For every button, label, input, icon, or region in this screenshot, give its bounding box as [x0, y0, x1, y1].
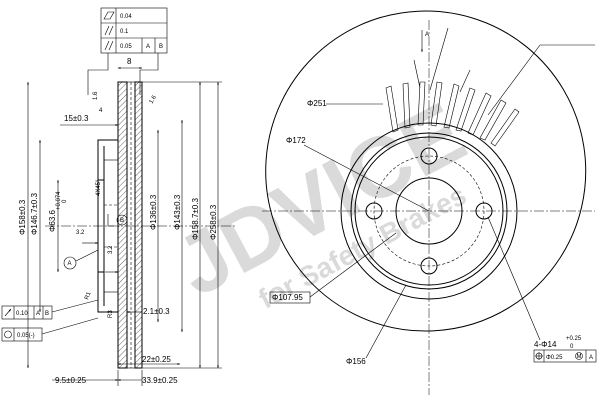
- small-label: 1.6: [93, 91, 99, 100]
- dim-tolerance: 0: [62, 199, 68, 203]
- diameter-label: Φ251: [307, 99, 327, 108]
- datum-ref: B: [45, 311, 49, 317]
- small-label: 3.2: [76, 230, 85, 236]
- tolerance-frame-top: 0.04 0.1 0.05 A B: [87, 7, 168, 95]
- dim-label: Φ136±0.3: [149, 194, 158, 230]
- face-view: A Φ251 Φ172 Φ107.95 Φ156 4-Φ14 +0.25 0: [262, 10, 597, 395]
- hole-tolerance-upper: +0.25: [566, 336, 582, 342]
- section-arrow-label: A: [425, 32, 429, 38]
- datum-label: A: [68, 261, 72, 267]
- dim-label: Φ158.7±0.3: [191, 198, 200, 240]
- tolerance-value: 0.04: [120, 14, 132, 20]
- small-label: 1.6: [149, 94, 159, 105]
- datum-ref: A: [36, 311, 40, 317]
- position-icon: [535, 352, 543, 360]
- center-bore: [395, 177, 463, 245]
- small-label: R3: [108, 310, 114, 318]
- hole-callout: 4-Φ14 +0.25 0 Φ0.25 M A: [487, 216, 597, 363]
- dim-label: Φ63.6: [48, 209, 57, 232]
- friction-ring-inner: [340, 122, 518, 300]
- hole-tolerance-lower: 0: [570, 344, 574, 350]
- small-label: 4: [99, 108, 103, 114]
- hole-count-diameter: 4-Φ14: [534, 340, 557, 349]
- small-label: R1: [84, 291, 92, 301]
- bolt-hole: [475, 202, 493, 220]
- dim-label: Φ146.7±0.3: [30, 193, 39, 235]
- runout-icon: [4, 308, 12, 317]
- datum-label: B: [120, 218, 124, 224]
- dim-label: Φ143±0.3: [173, 194, 182, 230]
- datum-b-marker: B: [116, 214, 128, 226]
- bolt-hole: [365, 202, 383, 220]
- disc-outer-edge: [265, 10, 587, 271]
- tolerance-frame-bottom: 0.10 A B 0.05(-): [1, 299, 99, 342]
- small-label: 3.2: [108, 245, 114, 254]
- datum-ref: A: [146, 44, 150, 50]
- dim-label: 33.9±0.25: [142, 376, 178, 385]
- material-modifier: M: [577, 354, 582, 360]
- dim-label: 2.1±0.3: [143, 307, 170, 316]
- dim-label: 9.5±0.25: [55, 376, 87, 385]
- circle-icon: [4, 330, 12, 339]
- small-label: 4X45°: [96, 179, 102, 196]
- flange-outer: [134, 81, 143, 369]
- tolerance-value: 0.1: [120, 29, 129, 35]
- flatness-icon: [103, 11, 115, 20]
- dim-label: Φ158±0.3: [18, 199, 27, 235]
- datum-ref: B: [159, 44, 163, 50]
- cooling-vanes: [385, 81, 520, 147]
- parallelism-icon: [104, 25, 114, 36]
- datum-ref: A: [589, 355, 593, 361]
- bolt-circle: [373, 155, 485, 267]
- tolerance-value: 0.05(-): [17, 333, 35, 339]
- hat-outer: [350, 132, 508, 290]
- bolt-hole: [420, 147, 438, 165]
- dim-label: 15±0.3: [64, 114, 89, 123]
- dim-label: 22±0.25: [142, 355, 171, 364]
- bolt-hole: [420, 257, 438, 275]
- diameter-label: Φ172: [286, 136, 306, 145]
- bolt-holes: [365, 147, 493, 275]
- tolerance-value: 0.05: [120, 44, 132, 50]
- dim-label: 8: [127, 57, 132, 66]
- watermark: JDVICE for Safety Brakes: [161, 84, 480, 315]
- diameter-label: Φ107.95: [272, 293, 303, 302]
- dim-label: Φ258±0.3: [209, 204, 218, 240]
- section-view: 8 15±0.3 2.1±0.3 22±0.25 9.5±0.25 33.9±0…: [18, 57, 235, 386]
- position-tolerance: Φ0.25: [546, 355, 563, 361]
- parallelism-icon: [104, 40, 114, 51]
- tolerance-value: 0.10: [16, 311, 28, 317]
- datum-a-marker: A: [63, 249, 99, 270]
- diameter-label: Φ156: [346, 357, 366, 366]
- hat-inner: [354, 136, 504, 286]
- dim-tolerance: +0.074: [56, 191, 62, 210]
